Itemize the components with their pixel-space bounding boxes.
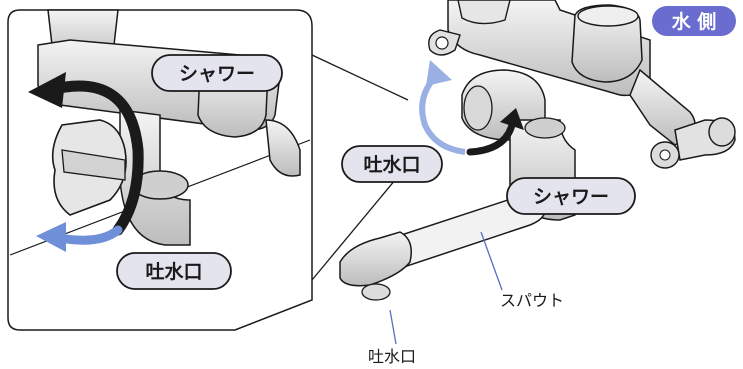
main-view: 吐水口 シャワー スパウト 吐水口 水 側: [339, 0, 736, 366]
main-spout-tip: [339, 231, 412, 287]
spout-leader-line: [480, 231, 503, 291]
rotation-arrow-black: [44, 80, 144, 236]
rotation-arrow-black-head: [28, 72, 66, 108]
main-outlet-pill: 吐水口: [341, 145, 443, 183]
main-outlet-pill-label: 吐水口: [363, 154, 420, 176]
inset-shower-pill: シャワー: [151, 54, 283, 92]
inset-outlet-label: 吐水口: [145, 261, 202, 283]
main-wall-nut-right: [708, 117, 736, 147]
main-lower-nut: [524, 117, 566, 139]
water-side-badge: 水 側: [652, 6, 736, 36]
main-rotation-arrow-outer: [419, 69, 466, 155]
inset-wall-pipe: [265, 119, 301, 177]
callout-line-top: [311, 54, 409, 101]
rotation-arrow-blue-head: [36, 222, 66, 252]
main-handle-water-top: [577, 5, 639, 27]
outlet-leader-line: [389, 309, 397, 345]
inset-shower-label: シャワー: [179, 63, 255, 85]
main-shower-pill-label: シャワー: [533, 186, 609, 208]
inset-outlet-pill: 吐水口: [116, 252, 232, 290]
main-spout-outlet: [361, 283, 391, 301]
main-rotation-arrow-inner-head: [500, 108, 524, 130]
zoom-inset: シャワー 吐水口: [7, 9, 421, 331]
rotation-arrow-blue: [55, 225, 123, 245]
main-rotation-arrow-outer-head: [426, 60, 452, 86]
main-handle-left: [457, 0, 511, 25]
spout-label: スパウト: [500, 291, 564, 310]
main-rotation-arrow-inner: [466, 121, 516, 156]
main-shower-pill: シャワー: [506, 177, 636, 215]
water-side-label: 水 側: [672, 11, 717, 33]
bottom-outlet-label: 吐水口: [368, 347, 416, 366]
diverter-knob-lever: [61, 149, 126, 181]
